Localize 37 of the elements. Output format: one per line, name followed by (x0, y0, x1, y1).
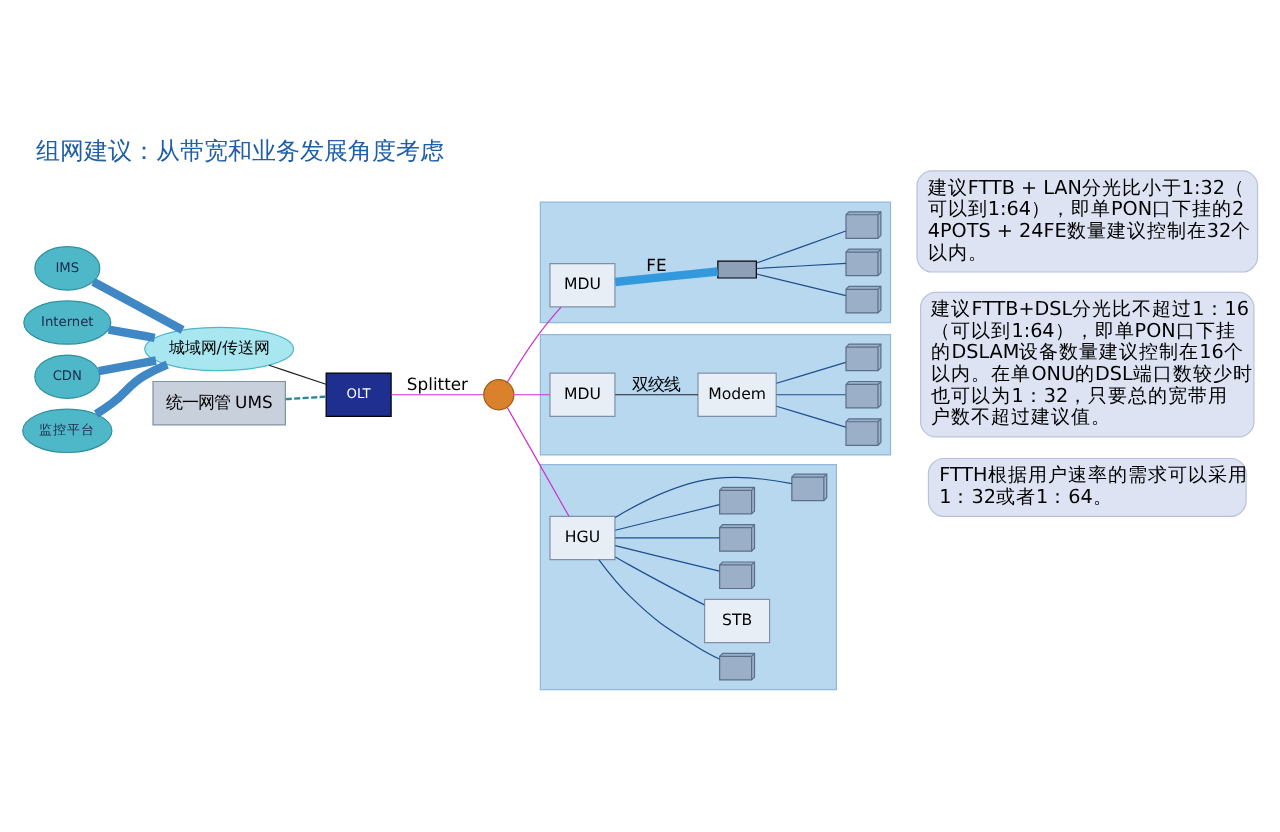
node-box: 统一网管 UMS (152, 379, 286, 425)
connector (107, 324, 156, 341)
connector (775, 393, 847, 395)
connector (93, 359, 169, 417)
connector (506, 405, 570, 516)
connector (513, 393, 551, 395)
connector (614, 544, 720, 571)
connector (614, 536, 720, 538)
node-box (717, 259, 757, 278)
edge-label: Splitter (406, 373, 469, 394)
connector (614, 555, 705, 605)
diagram-title: 组网建议：从带宽和业务发展角度考虑 (35, 135, 444, 164)
connector (285, 394, 327, 400)
connector (91, 277, 185, 333)
cluster (539, 200, 892, 323)
connector (756, 261, 847, 269)
connector (756, 229, 847, 263)
connector (98, 355, 157, 375)
connector (614, 393, 699, 395)
connector (775, 360, 847, 383)
cluster (539, 332, 892, 455)
connector (390, 393, 485, 395)
connector (614, 503, 720, 530)
node-circle (483, 378, 515, 410)
connector (614, 476, 793, 517)
node-box: 建议FTTB+DSL分光比不超过1：16（可以到1:64），即单PON口下挂的DSLAM设备数量建议控制在16个以内。在单ONU的DSL端口数较少时也可以为1：32，只要总的宽带用户数不超过建议值。 (920, 290, 1255, 437)
connector (756, 272, 847, 296)
connector (775, 404, 847, 427)
node-box: FTTH根据用户速率的需求可以采用1：32或者1：64。 (927, 456, 1247, 516)
connector (598, 558, 720, 659)
edge-label: FE (646, 254, 667, 275)
connector (614, 266, 719, 286)
cluster (539, 462, 837, 690)
connector (268, 363, 327, 384)
connector (506, 305, 562, 382)
node-box: 建议FTTB + LAN分光比小于1:32（可以到1:64），即单PON口下挂的24POTS + 24FE数量建议控制在32个以内。 (916, 169, 1259, 272)
edge-label: 双绞线 (632, 373, 681, 394)
